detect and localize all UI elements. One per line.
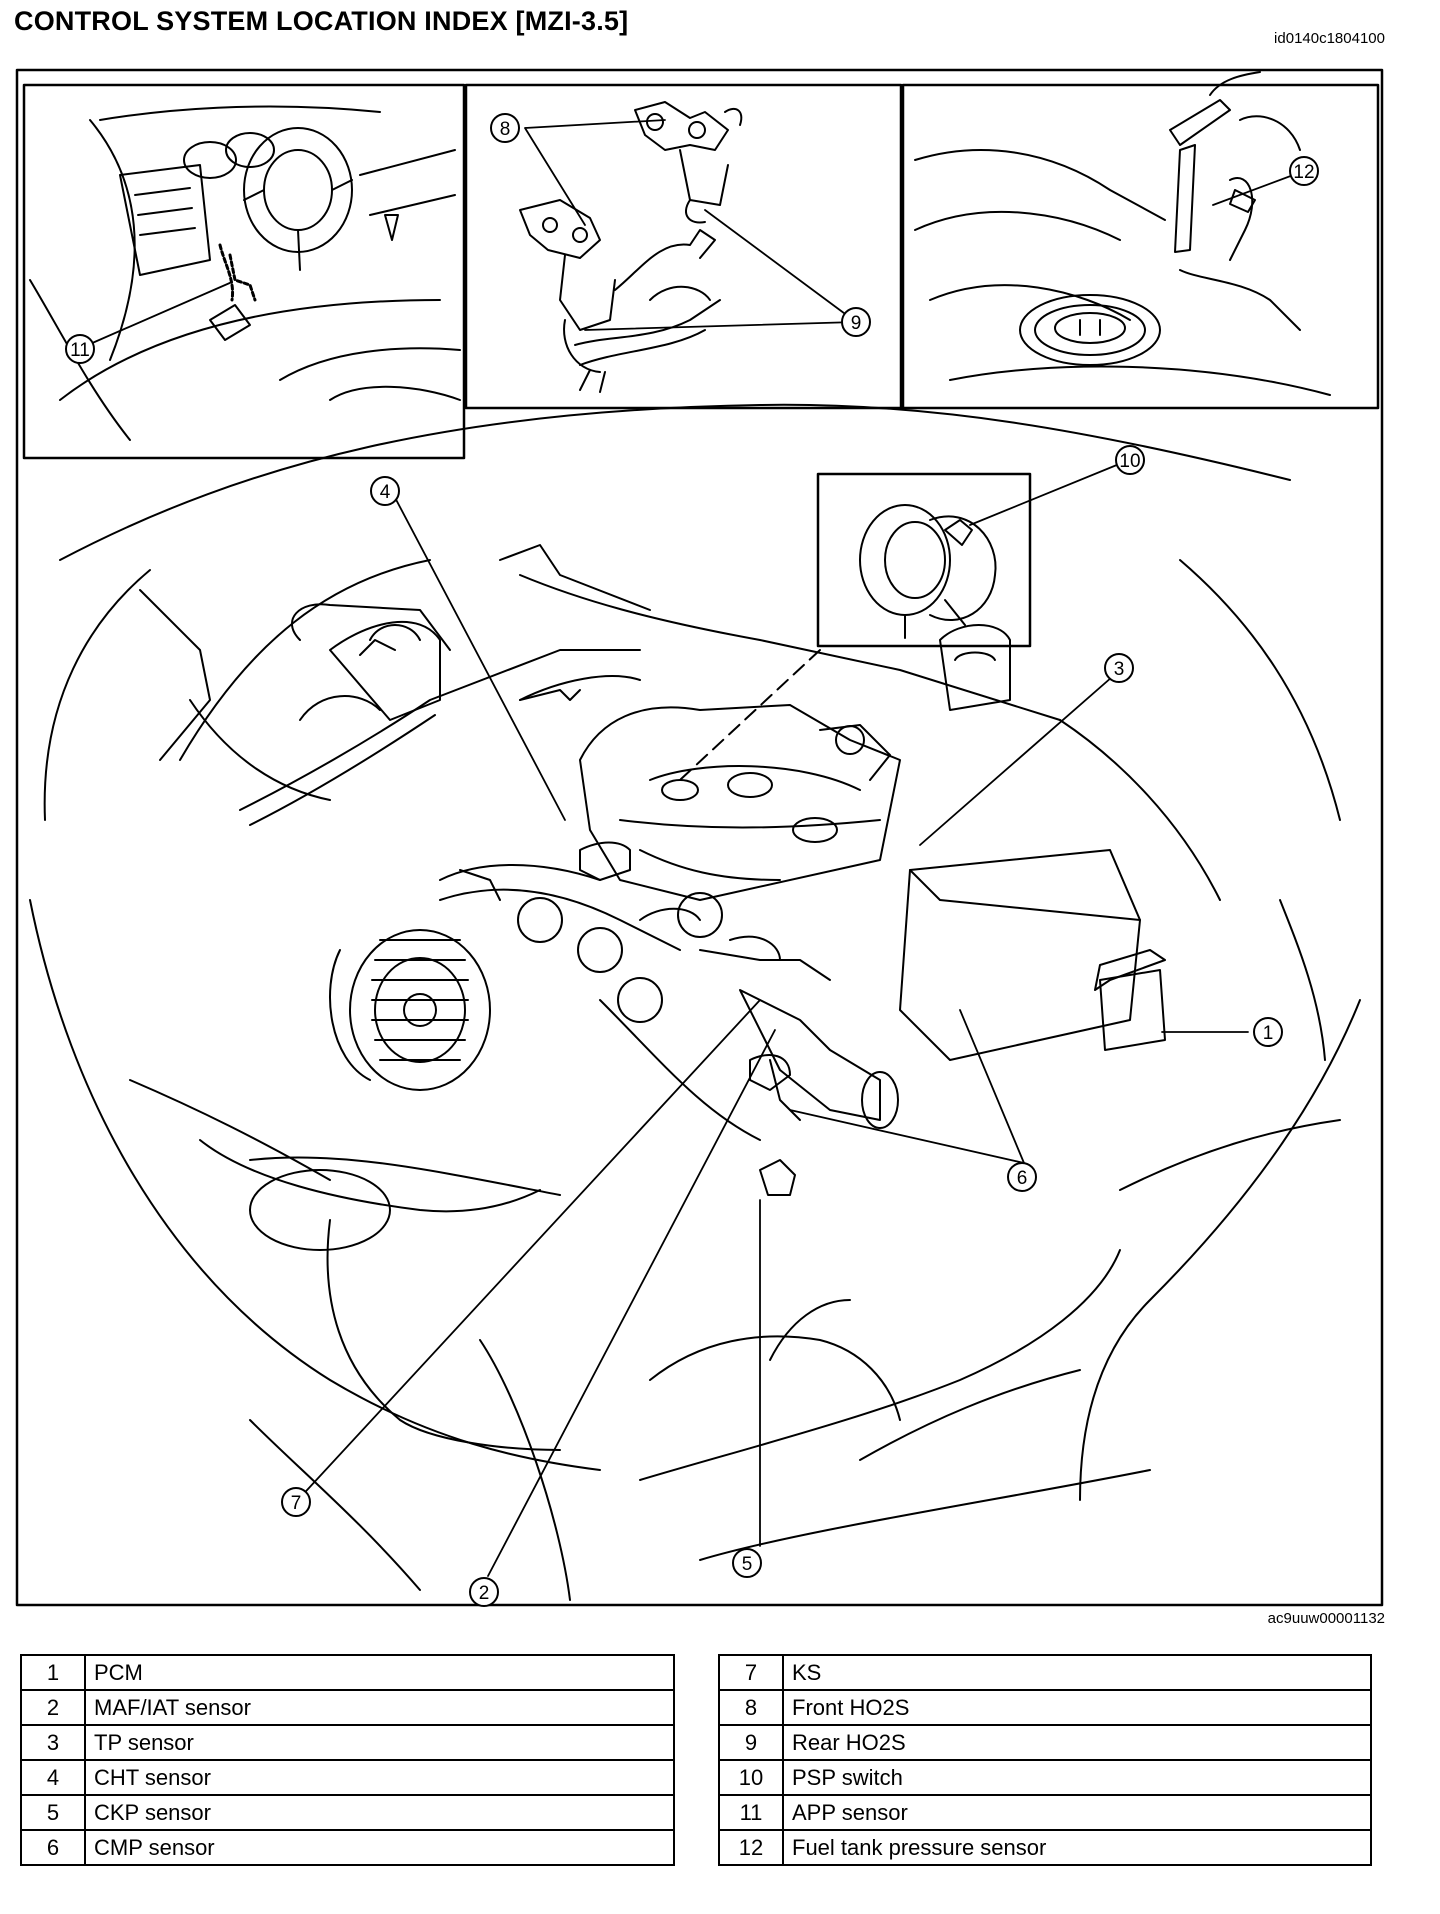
callout-6: 6 bbox=[1007, 1162, 1037, 1192]
svg-text:8: 8 bbox=[500, 119, 511, 140]
svg-text:1: 1 bbox=[1263, 1023, 1274, 1044]
callout-3: 3 bbox=[1104, 653, 1134, 683]
legend-label: CKP sensor bbox=[84, 1794, 675, 1831]
callout-2: 2 bbox=[469, 1577, 499, 1607]
legend-number: 8 bbox=[718, 1689, 784, 1726]
legend-number: 9 bbox=[718, 1724, 784, 1761]
legend-number: 12 bbox=[718, 1829, 784, 1866]
svg-text:12: 12 bbox=[1293, 162, 1314, 183]
callout-11: 11 bbox=[65, 334, 95, 364]
inset-exhaust-panel bbox=[464, 83, 903, 410]
legend-number: 4 bbox=[20, 1759, 86, 1796]
diagram-frame bbox=[15, 68, 1384, 1607]
legend-label: PSP switch bbox=[782, 1759, 1372, 1796]
callout-8: 8 bbox=[490, 113, 520, 143]
callout-9: 9 bbox=[841, 307, 871, 337]
legend-number: 5 bbox=[20, 1794, 86, 1831]
svg-text:7: 7 bbox=[291, 1493, 302, 1514]
callout-4: 4 bbox=[370, 476, 400, 506]
svg-text:9: 9 bbox=[851, 313, 862, 334]
legend-label: CHT sensor bbox=[84, 1759, 675, 1796]
svg-text:3: 3 bbox=[1114, 659, 1125, 680]
legend-label: TP sensor bbox=[84, 1724, 675, 1761]
engine-bay-diagram: 1 2 3 4 5 6 7 8 9 10 11 12 bbox=[15, 68, 1384, 1607]
legend-label: MAF/IAT sensor bbox=[84, 1689, 675, 1726]
vehicle-body-outline bbox=[29, 403, 1361, 1601]
legend-label: CMP sensor bbox=[84, 1829, 675, 1866]
legend-number: 11 bbox=[718, 1794, 784, 1831]
svg-text:10: 10 bbox=[1119, 451, 1140, 472]
svg-text:2: 2 bbox=[479, 1583, 490, 1604]
legend-number: 1 bbox=[20, 1654, 86, 1691]
legend-number: 7 bbox=[718, 1654, 784, 1691]
legend-label: APP sensor bbox=[782, 1794, 1372, 1831]
inset-fuel-tank-panel bbox=[901, 71, 1380, 410]
legend-label: Front HO2S bbox=[782, 1689, 1372, 1726]
legend-number: 10 bbox=[718, 1759, 784, 1796]
svg-text:6: 6 bbox=[1017, 1168, 1028, 1189]
svg-text:4: 4 bbox=[380, 482, 391, 503]
legend-number: 6 bbox=[20, 1829, 86, 1866]
page-title: CONTROL SYSTEM LOCATION INDEX [MZI-3.5] bbox=[14, 6, 629, 36]
engine-assembly bbox=[239, 603, 1166, 1196]
callout-markers: 1 2 3 4 5 6 7 8 9 10 11 12 bbox=[65, 113, 1319, 1607]
callout-7: 7 bbox=[281, 1487, 311, 1517]
legend-label: Fuel tank pressure sensor bbox=[782, 1829, 1372, 1866]
figure-id: ac9uuw00001132 bbox=[1267, 1610, 1385, 1627]
callout-12: 12 bbox=[1289, 156, 1319, 186]
legend-number: 3 bbox=[20, 1724, 86, 1761]
legend-label: Rear HO2S bbox=[782, 1724, 1372, 1761]
legend-label: KS bbox=[782, 1654, 1372, 1691]
callout-5: 5 bbox=[732, 1548, 762, 1578]
psp-connector-dashed-line bbox=[679, 649, 821, 781]
callout-leader-lines bbox=[89, 119, 1305, 1577]
callout-1: 1 bbox=[1253, 1017, 1283, 1047]
inset-dashboard-panel bbox=[22, 83, 466, 460]
document-id: id0140c1804100 bbox=[1274, 30, 1385, 47]
svg-text:5: 5 bbox=[742, 1554, 753, 1575]
svg-text:11: 11 bbox=[70, 340, 90, 361]
callout-10: 10 bbox=[1115, 445, 1145, 475]
inset-power-steering-panel bbox=[816, 472, 1032, 648]
legend-number: 2 bbox=[20, 1689, 86, 1726]
legend-label: PCM bbox=[84, 1654, 675, 1691]
